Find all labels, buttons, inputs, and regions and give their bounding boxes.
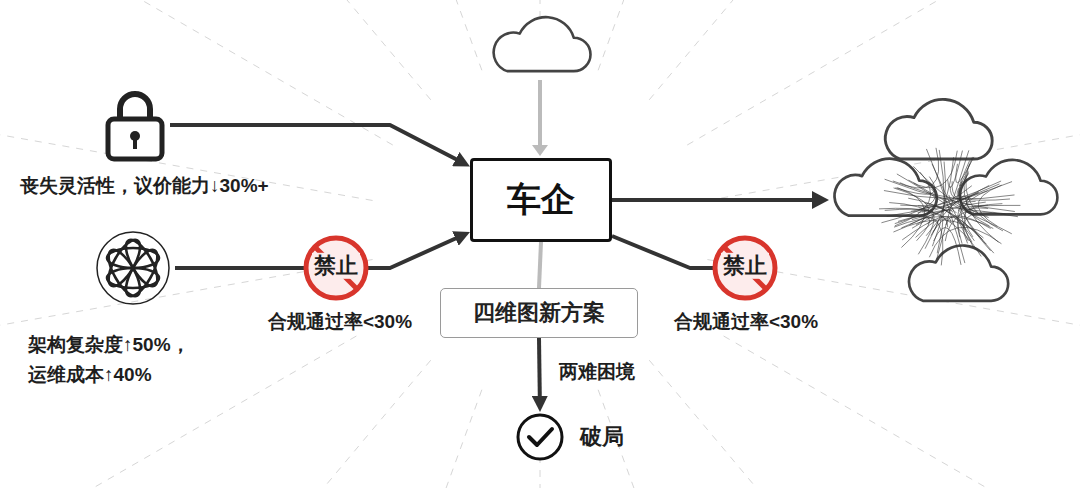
mesh-line <box>959 181 979 197</box>
lock-icon <box>100 87 170 163</box>
knot-icon-node: 架构复杂度↑50%，运维成本↑40% <box>91 226 175 310</box>
knot-icon <box>91 226 175 310</box>
forbidden-sign <box>306 238 366 298</box>
check-icon <box>515 412 565 462</box>
mesh-line <box>929 227 1001 257</box>
cloud-icon <box>835 159 937 216</box>
check-circle-node: 破局 <box>515 412 565 462</box>
arrow-head <box>812 191 829 209</box>
background-ray <box>51 0 430 100</box>
background-ray <box>687 0 1080 145</box>
mesh-line <box>958 191 988 237</box>
blocked-line <box>612 236 716 268</box>
background-ray <box>0 315 393 488</box>
lock-icon-node: 丧失灵活性，议价能力↓30%+ <box>100 87 170 163</box>
multi-cloud-cluster <box>835 99 1058 300</box>
mesh-line <box>893 148 939 188</box>
background-ray <box>598 0 800 70</box>
background-ray <box>687 315 1080 488</box>
mesh-line <box>956 157 974 183</box>
mesh-line <box>894 188 929 225</box>
mesh-line <box>895 210 953 223</box>
node-caption: 丧失灵活性，议价能力↓30%+ <box>20 171 269 201</box>
node-title: 四维图新方案 <box>473 298 605 328</box>
edge-label: 合规通过率<30% <box>265 309 415 335</box>
mesh-line <box>898 216 930 240</box>
node-caption: 架构复杂度↑50%，运维成本↑40% <box>28 330 208 390</box>
process-box: 车企 <box>470 158 612 242</box>
edge-label: 两难困境 <box>556 359 638 385</box>
background-ray <box>0 98 373 200</box>
mesh-line <box>885 179 1015 211</box>
node-title: 车企 <box>507 177 575 223</box>
background-ray <box>280 0 482 70</box>
forbidden-text: 禁止 <box>721 253 769 279</box>
background-ray <box>280 390 482 488</box>
arrow-head <box>532 145 548 156</box>
forbidden-text: 禁止 <box>312 253 360 279</box>
background-ray <box>649 0 1028 100</box>
mesh-line <box>925 203 987 244</box>
mesh-lines <box>879 148 1020 266</box>
mesh-line <box>964 164 998 242</box>
mesh-line <box>960 161 970 187</box>
mesh-line <box>932 162 945 247</box>
connector <box>539 242 541 288</box>
mesh-line <box>957 188 994 253</box>
node-caption: 破局 <box>580 422 624 452</box>
cloud-icon <box>885 99 992 159</box>
process-box: 四维图新方案 <box>440 288 638 338</box>
connector <box>537 338 542 404</box>
cloud-arrow <box>612 198 814 202</box>
compliance-note: 合规通过率<30% <box>672 311 820 334</box>
forbidden-sign <box>715 238 775 298</box>
background-ray <box>598 390 800 488</box>
mesh-line <box>912 217 943 266</box>
cloud-arrow <box>538 80 542 146</box>
background-ray <box>649 360 1028 488</box>
connector <box>170 125 463 163</box>
mesh-line <box>948 151 963 188</box>
cloud-icon <box>494 17 591 71</box>
